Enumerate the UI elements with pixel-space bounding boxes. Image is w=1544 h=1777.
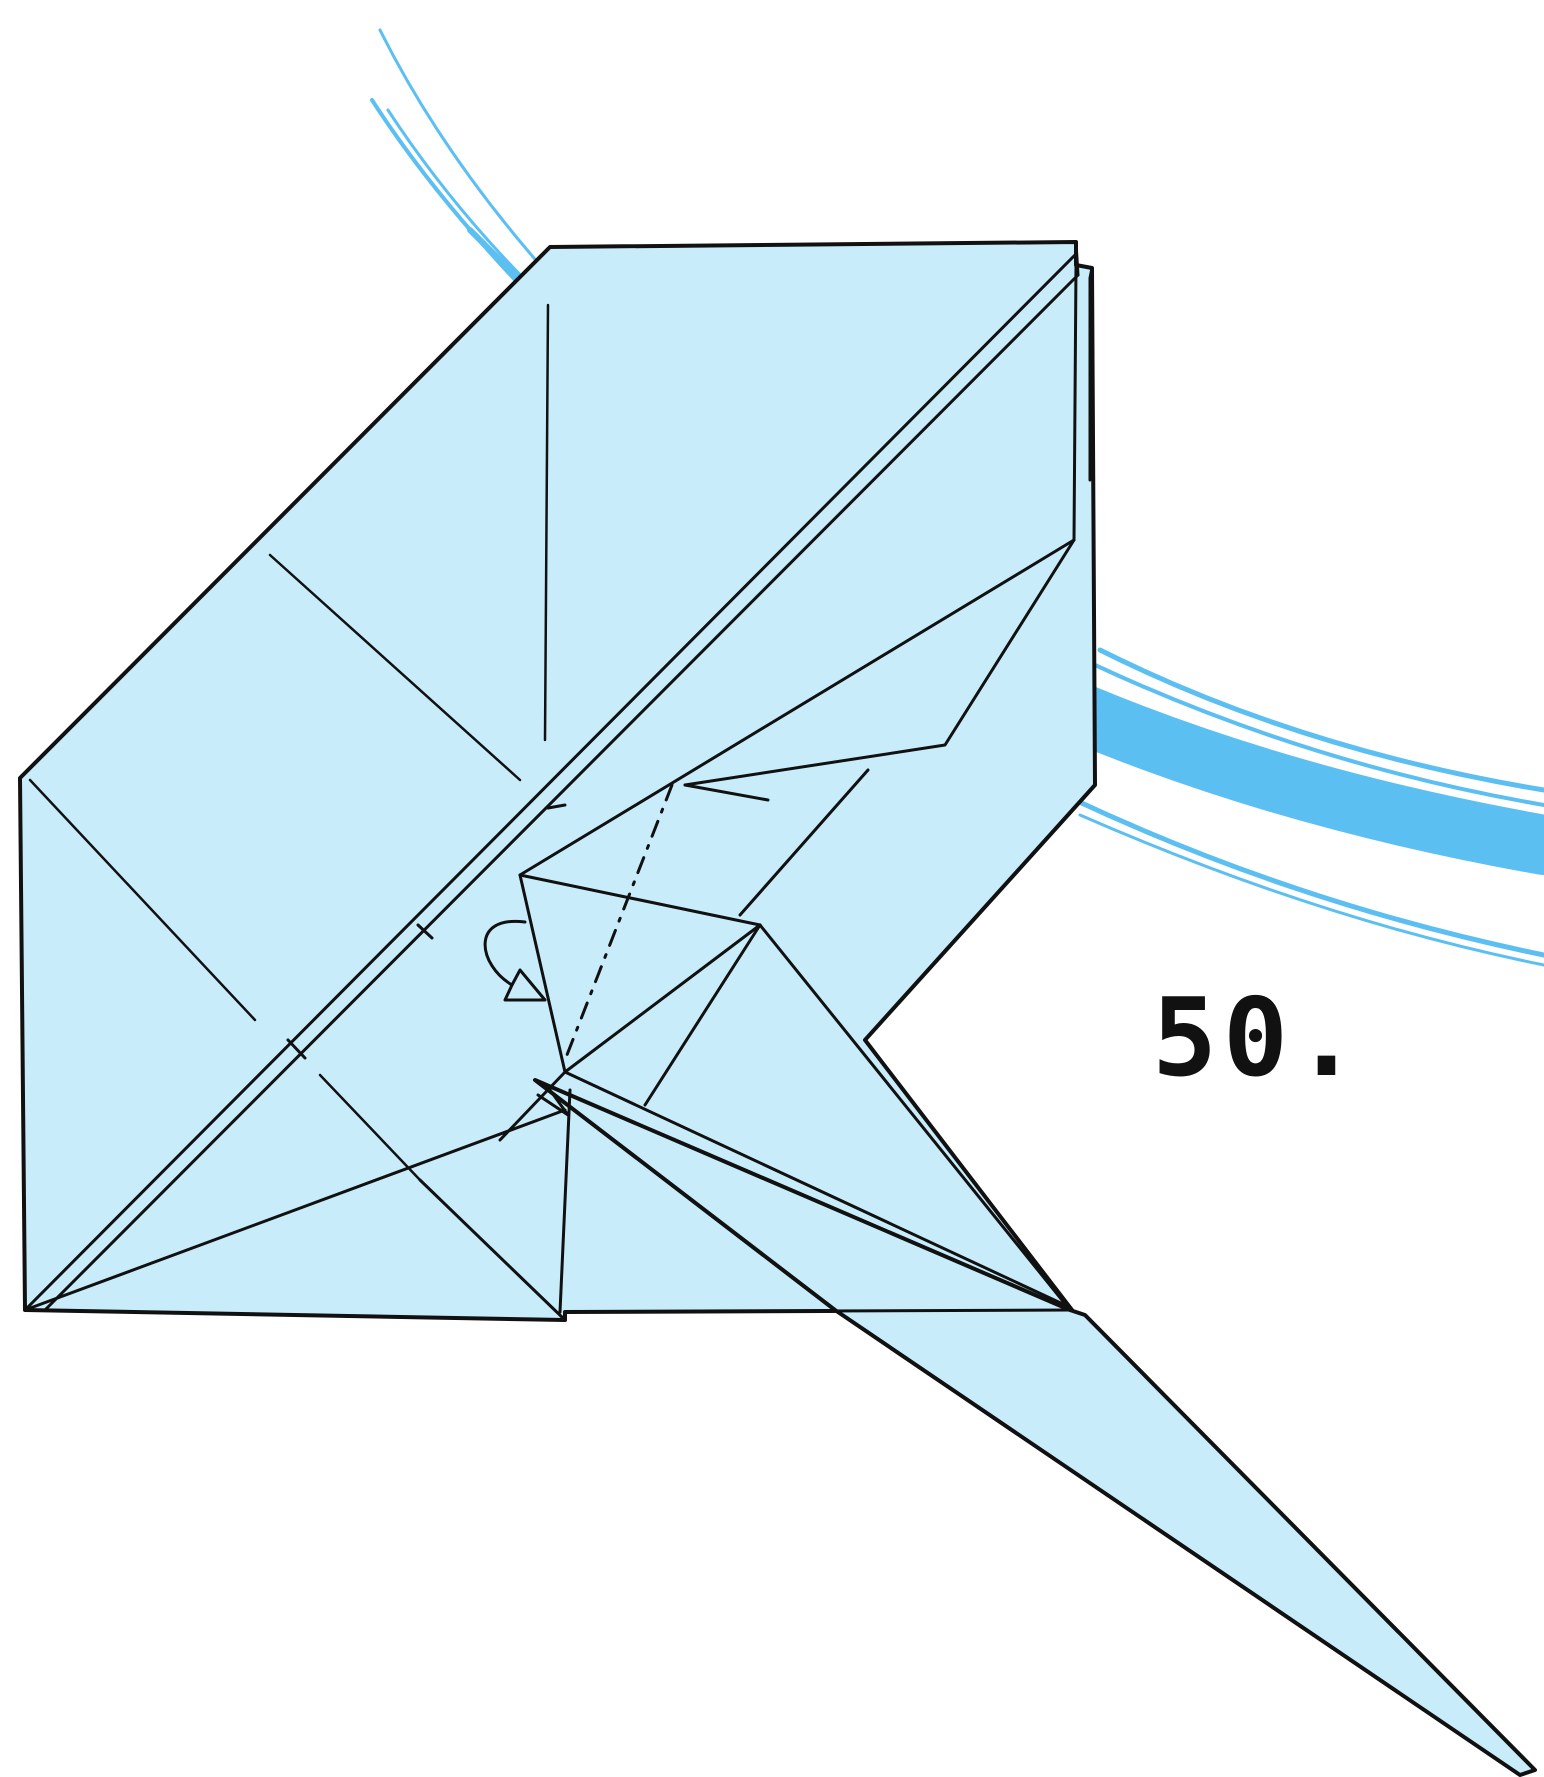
motion-swoosh-top-left	[372, 30, 540, 290]
motion-swoosh-right	[1075, 650, 1544, 965]
paper-main-body	[20, 242, 1095, 1320]
step-number: 50.	[1152, 985, 1365, 1093]
paper-long-point	[535, 1080, 1535, 1775]
